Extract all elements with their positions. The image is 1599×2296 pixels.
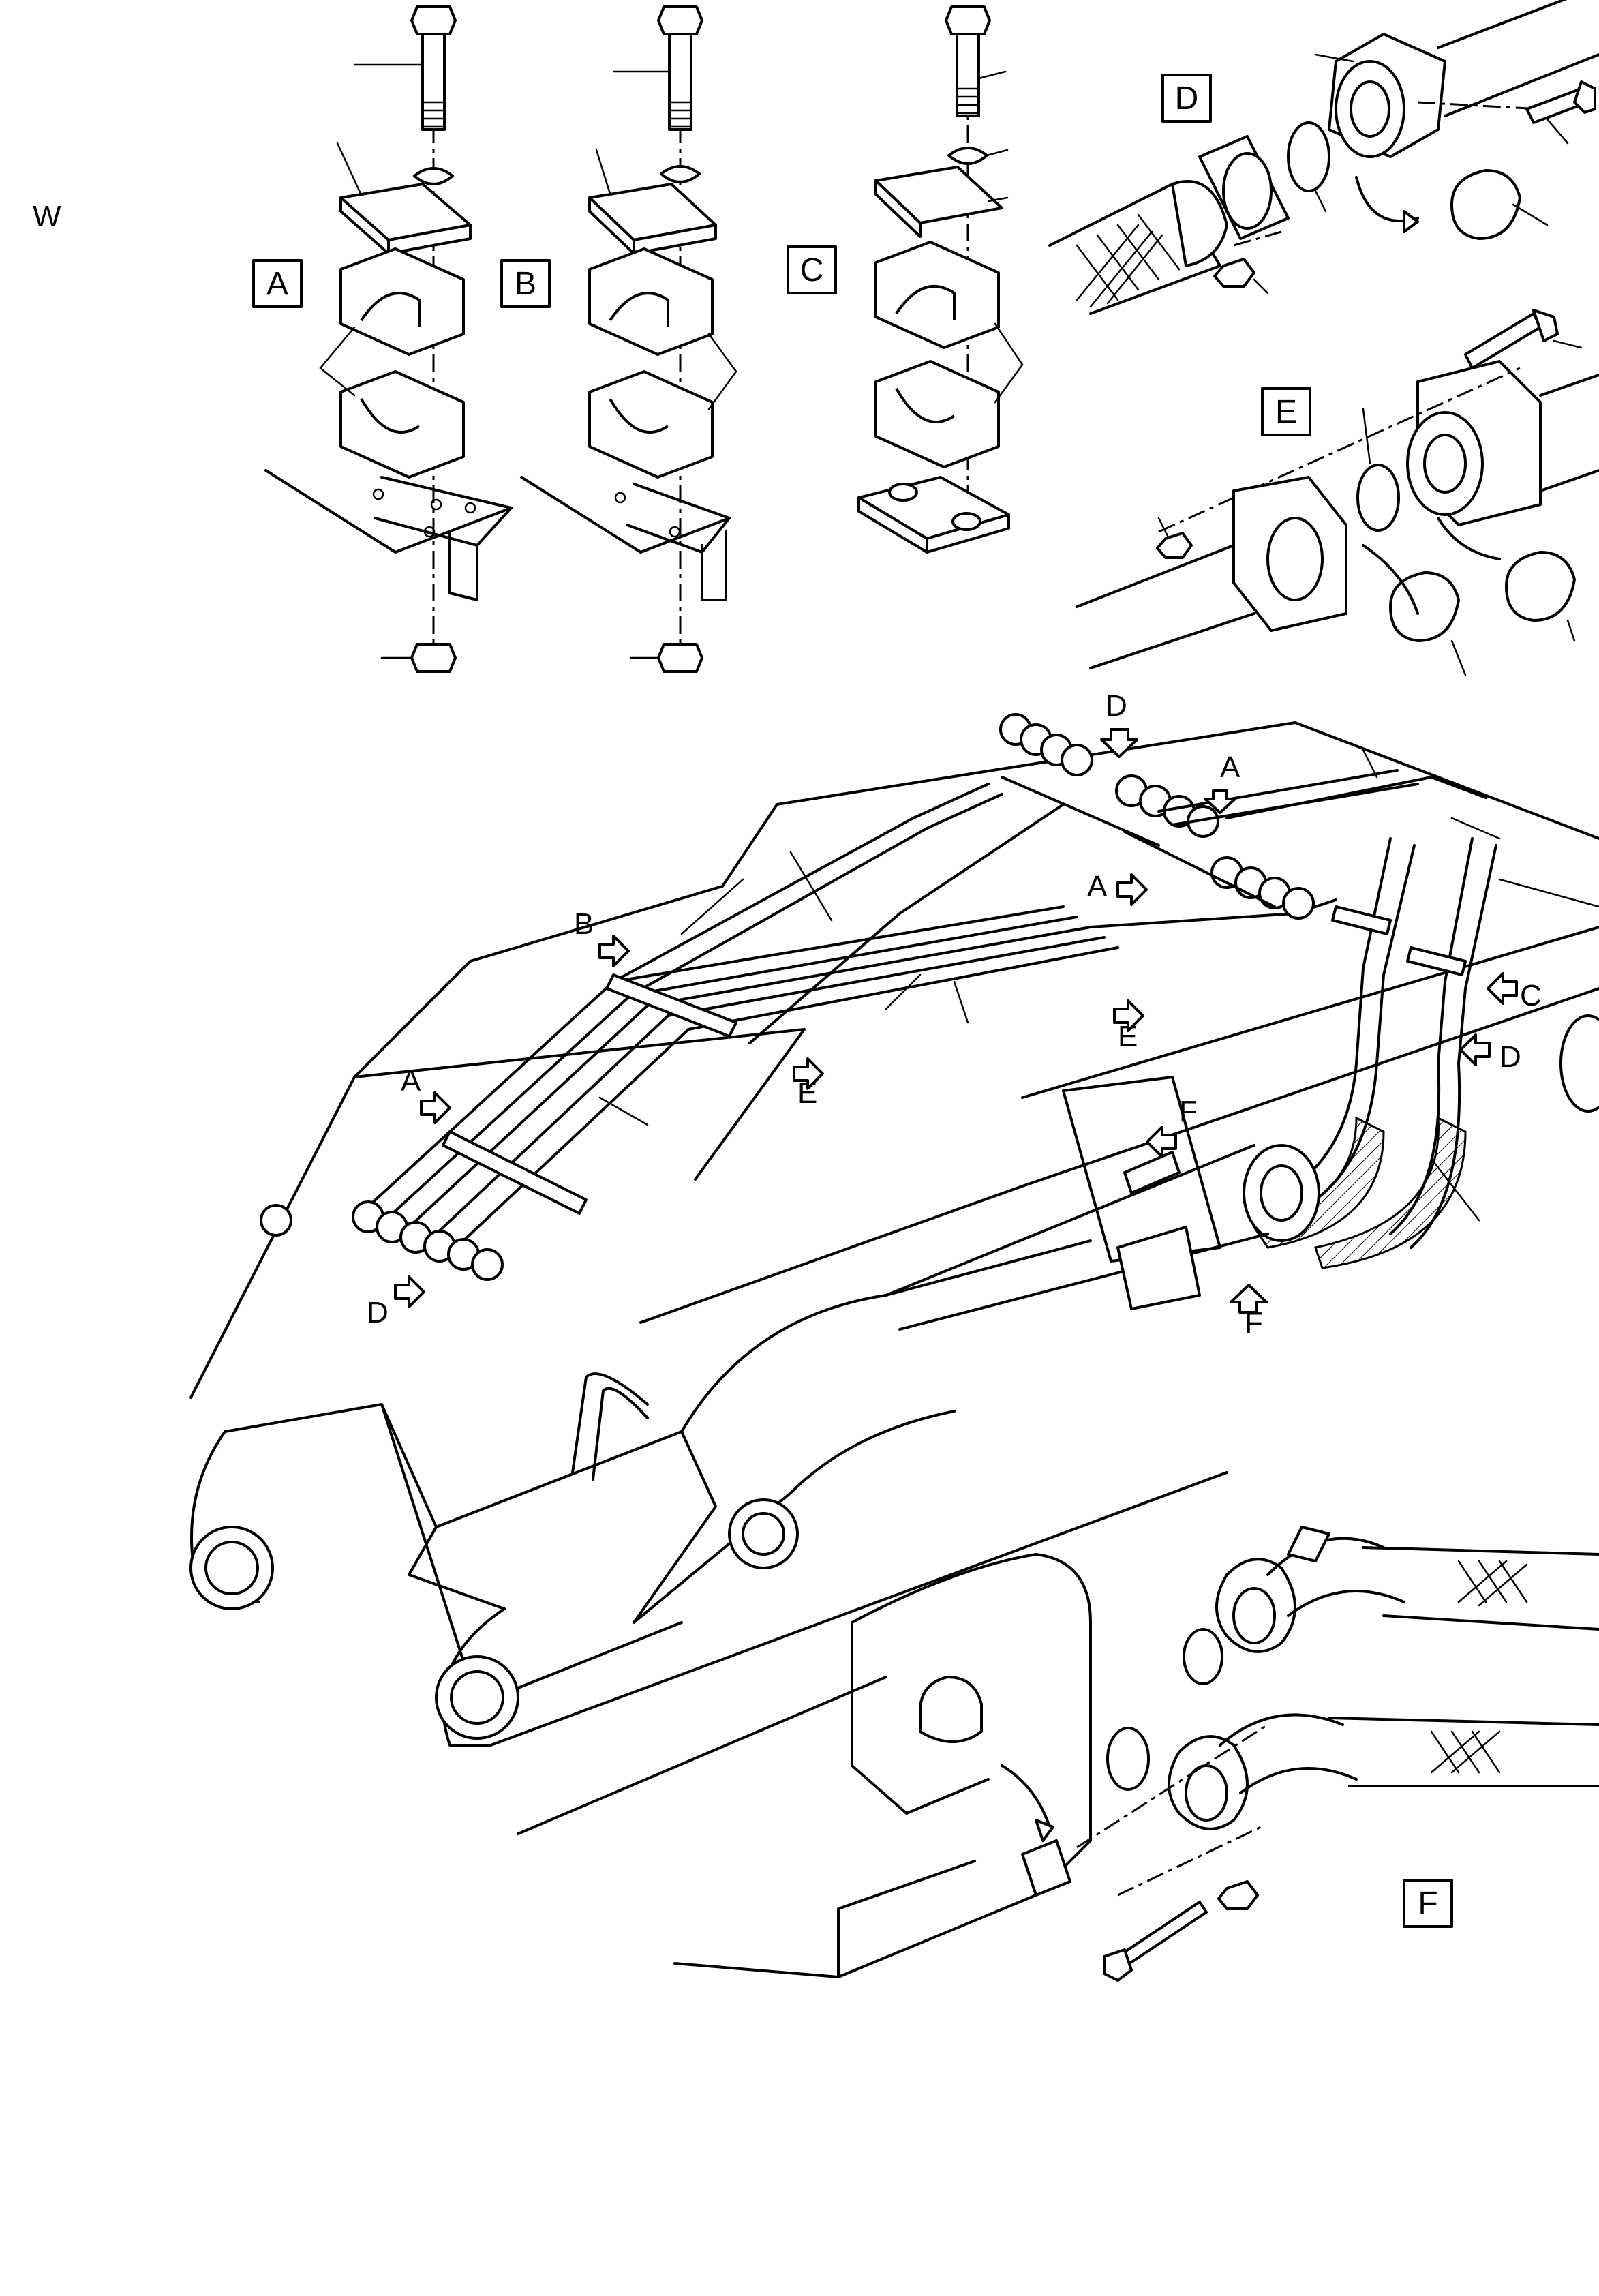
detail-label-e: E <box>1275 394 1297 430</box>
boom-assembly <box>189 713 1599 1835</box>
detail-a-clamp-assembly: A <box>252 5 513 673</box>
detail-c-clamp-assembly: C <box>787 5 1024 554</box>
callout-a: A <box>1220 751 1240 784</box>
detail-label-d: D <box>1175 80 1199 117</box>
leader-lines <box>598 749 1599 1222</box>
detail-b-clamp-assembly: B <box>500 5 737 673</box>
detail-label-b: B <box>515 266 536 302</box>
callout-c: C <box>1520 979 1542 1012</box>
callout-d-right: D <box>1499 1040 1521 1074</box>
detail-label-a: A <box>266 266 288 302</box>
callout-d: D <box>1106 689 1127 723</box>
callout-a-left: A <box>401 1064 421 1098</box>
detail-d-flange-joint: D <box>1048 0 1599 315</box>
callout-a-mid: A <box>1087 870 1108 903</box>
detail-label-f: F <box>1418 1886 1437 1922</box>
detail-label-c: C <box>800 252 824 288</box>
page-letter: W <box>33 200 61 233</box>
callout-b: B <box>574 907 594 941</box>
detail-f-hose-fitting: F <box>673 1526 1599 1982</box>
detail-e-square-flange-joint: E <box>1076 309 1599 676</box>
callout-d-left: D <box>367 1296 389 1329</box>
callouts: D A A B A D E E C D F F <box>367 689 1542 1340</box>
callout-f: F <box>1179 1095 1198 1128</box>
